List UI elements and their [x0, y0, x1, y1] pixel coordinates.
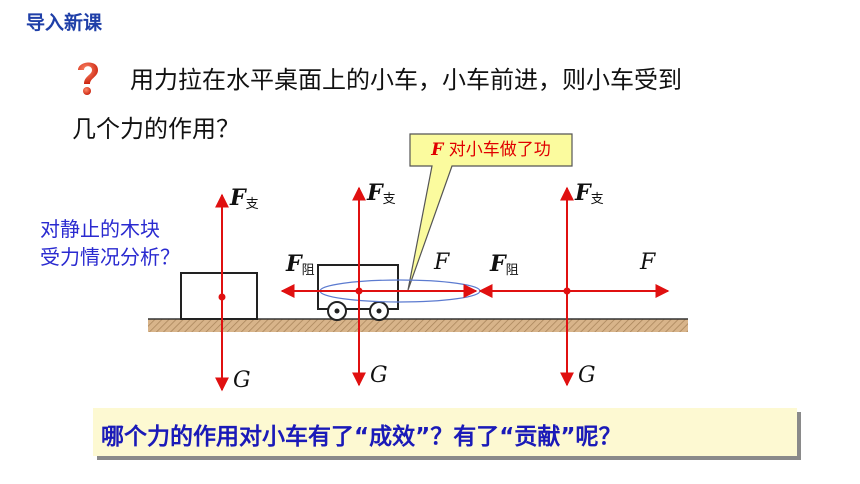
page-title: 导入新课	[26, 12, 103, 34]
question-mark-icon	[78, 62, 98, 95]
bottom-question-box	[93, 408, 797, 456]
free-resist-label: F阻	[490, 251, 519, 278]
cart-support-label: F支	[367, 180, 396, 207]
free-gravity-label: G	[578, 363, 596, 388]
side-note-line1: 对静止的木块	[40, 217, 160, 241]
callout-label: 对小车做了功	[448, 140, 551, 160]
callout-force-symbol: F	[431, 140, 444, 160]
side-note: 对静止的木块 受力情况分析？	[40, 215, 180, 271]
free-support-label: F支	[575, 180, 604, 207]
callout-text: F 对小车做了功	[411, 135, 571, 165]
cart-gravity-label: G	[370, 363, 388, 388]
question-text-line2: 几个力的作用？	[72, 115, 240, 143]
bottom-question-text: 哪个力的作用对小车有了“成效”？有了“贡献”呢？	[101, 424, 622, 450]
question-text-line1: 用力拉在水平桌面上的小车，小车前进，则小车受到	[130, 66, 682, 94]
block-support-label: F支	[230, 185, 259, 212]
table-surface	[148, 319, 688, 332]
free-pull-label: F	[640, 250, 656, 275]
block-gravity-label: G	[233, 368, 251, 393]
callout-balloon	[407, 133, 573, 291]
cart-pull-label: F	[434, 250, 450, 275]
cart-resist-label: F阻	[286, 251, 315, 278]
side-note-line2: 受力情况分析？	[40, 245, 180, 269]
